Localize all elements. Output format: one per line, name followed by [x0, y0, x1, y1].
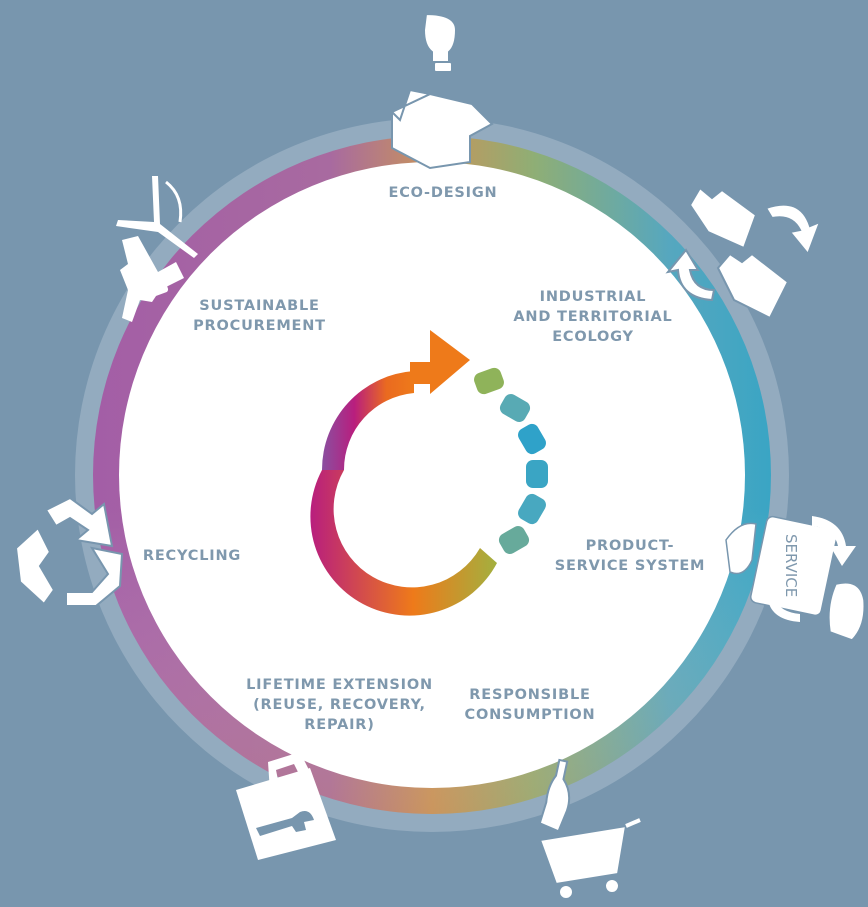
- cycle-dash-2: [499, 394, 531, 422]
- service-card-hands-icon: SERVICE: [725, 515, 865, 641]
- wind-turbine-icon: [116, 176, 198, 258]
- hand-right-icon: [828, 582, 865, 641]
- shopping-cart-icon: [538, 824, 628, 886]
- label-recycling: RECYCLING: [142, 548, 242, 564]
- lightbulb-box-icon: [390, 12, 494, 170]
- wind-turbine-excavator-icon: [116, 176, 198, 322]
- recycle-arrows-icon: [14, 496, 124, 607]
- label-industrial-ecology: INDUSTRIAL AND TERRITORIAL ECOLOGY: [513, 289, 673, 345]
- excavator-icon: [120, 236, 184, 322]
- cycle-dash-4: [526, 460, 548, 488]
- service-arrow-top-icon: [812, 516, 856, 566]
- bottle-icon: [538, 758, 571, 833]
- cycle-dash-5: [518, 493, 546, 525]
- hand-left-icon: [725, 522, 757, 575]
- label-eco-design: ECO-DESIGN: [388, 185, 498, 201]
- exchange-arrow-right-icon: [764, 203, 822, 256]
- cycle-arrow-upper-arc: [321, 371, 414, 470]
- cart-wheel-1: [558, 884, 574, 900]
- exchange-arrow-left-icon: [665, 248, 716, 302]
- toolbox-icon: [236, 752, 336, 860]
- excavator-base: [141, 282, 169, 300]
- label-sustainable-procurement: SUSTAINABLE PROCUREMENT: [193, 298, 326, 334]
- toolbox-body: [236, 768, 336, 860]
- cycle-dash-1: [474, 367, 504, 395]
- wind-turbine-arc: [165, 180, 183, 223]
- bottle-shopping-cart-icon: [538, 758, 641, 900]
- recycle-arrow-left: [14, 526, 56, 606]
- open-box-icon: [391, 92, 494, 170]
- label-product-service-system: PRODUCT- SERVICE SYSTEM: [554, 538, 706, 574]
- factory-top-icon: [688, 186, 758, 250]
- factories-exchange-icon: [665, 186, 822, 320]
- central-cycle-arrow: [310, 330, 548, 616]
- cycle-arrow-head: [410, 330, 470, 394]
- cycle-dash-6: [498, 526, 530, 554]
- lightbulb-base: [433, 61, 453, 73]
- inner-disc: [119, 162, 745, 788]
- lightbulb-icon: [422, 12, 458, 63]
- recycle-arrow-top: [44, 496, 114, 548]
- cycle-dashes: [474, 367, 548, 554]
- wrench-icon: [256, 811, 314, 836]
- cycle-arrow-lower-arc: [310, 470, 497, 616]
- toolbox-handle: [268, 752, 312, 792]
- label-responsible-consumption: RESPONSIBLE CONSUMPTION: [464, 687, 596, 723]
- cart-handle: [625, 818, 641, 828]
- service-arrow-bottom-icon: [758, 582, 800, 622]
- label-lifetime-extension: LIFETIME EXTENSION (REUSE, RECOVERY, REP…: [246, 677, 433, 733]
- cycle-dash-3: [518, 423, 546, 455]
- open-box-flap: [390, 88, 434, 122]
- recycle-arrow-right: [65, 546, 124, 607]
- service-card-text: SERVICE: [782, 534, 800, 597]
- cart-wheel-2: [604, 878, 620, 894]
- factory-bottom-icon: [716, 252, 790, 320]
